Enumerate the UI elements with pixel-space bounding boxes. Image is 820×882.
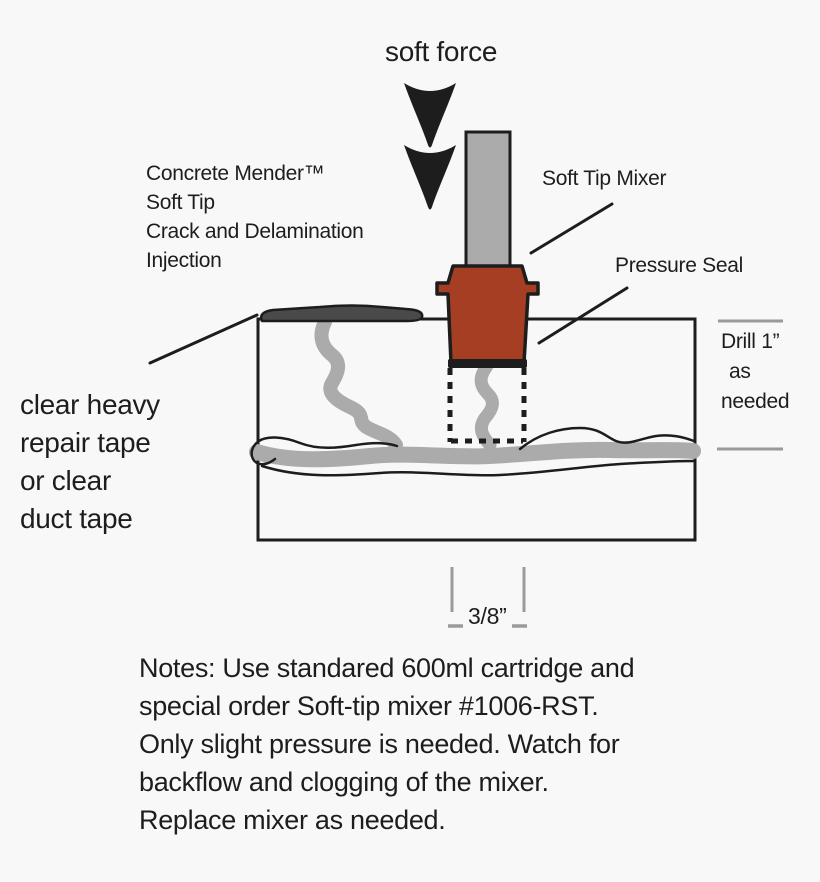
drill-label-line-2: as	[729, 360, 751, 383]
drill-label-line-3: needed	[721, 390, 790, 413]
tape-label-line-2: repair tape	[20, 427, 151, 458]
vertical-crack	[314, 315, 403, 452]
product-label-line-1: Concrete Mender™	[146, 162, 325, 185]
drill-label-line-1: Drill 1”	[721, 330, 780, 353]
product-label: Concrete Mender™ Soft Tip Crack and Dela…	[146, 159, 364, 275]
tape-label-line-4: duct tape	[20, 503, 133, 534]
down-arrow-icon	[404, 83, 456, 148]
crack-outline-top-left	[298, 441, 399, 449]
soft-tip-mixer-label: Soft Tip Mixer	[542, 167, 667, 190]
horizontal-delamination-crack	[249, 441, 701, 468]
gap-width-label: 3/8”	[468, 603, 507, 629]
pressure-seal-label: Pressure Seal	[615, 254, 743, 277]
tape-label-line-1: clear heavy	[20, 389, 160, 420]
notes-block: Notes: Use standared 600ml cartridge and…	[139, 649, 635, 839]
mixer-base-seal	[448, 359, 527, 368]
tape-label: clear heavy repair tape or clear duct ta…	[20, 386, 160, 538]
down-arrow-icon	[404, 145, 456, 210]
injection-crack	[474, 359, 499, 452]
tape-leader-line	[148, 313, 259, 365]
notes-line-3: Only slight pressure is needed. Watch fo…	[139, 729, 620, 759]
drill-label: Drill 1” as needed	[721, 327, 790, 417]
product-label-line-2: Soft Tip	[146, 191, 215, 214]
notes-line-5: Replace mixer as needed.	[139, 805, 446, 835]
crack-outline-top-right	[518, 426, 696, 451]
notes-line-1: Notes: Use standared 600ml cartridge and	[139, 653, 635, 683]
crack-outline-bottom	[260, 459, 696, 477]
mixer-leader-line	[529, 202, 614, 255]
soft-tip-mixer-body	[435, 264, 540, 365]
soft-force-label: soft force	[385, 36, 498, 67]
product-label-line-4: Injection	[146, 249, 222, 272]
product-label-line-3: Crack and Delamination	[146, 220, 364, 243]
surface-tape	[259, 304, 424, 323]
tape-label-line-3: or clear	[20, 465, 111, 496]
seal-leader-line	[537, 286, 629, 345]
notes-line-2: special order Soft-tip mixer #1006-RST.	[139, 691, 599, 721]
crack-outline-left-curl	[250, 436, 302, 466]
cartridge-nozzle	[464, 130, 512, 271]
notes-line-4: backflow and clogging of the mixer.	[139, 767, 549, 797]
